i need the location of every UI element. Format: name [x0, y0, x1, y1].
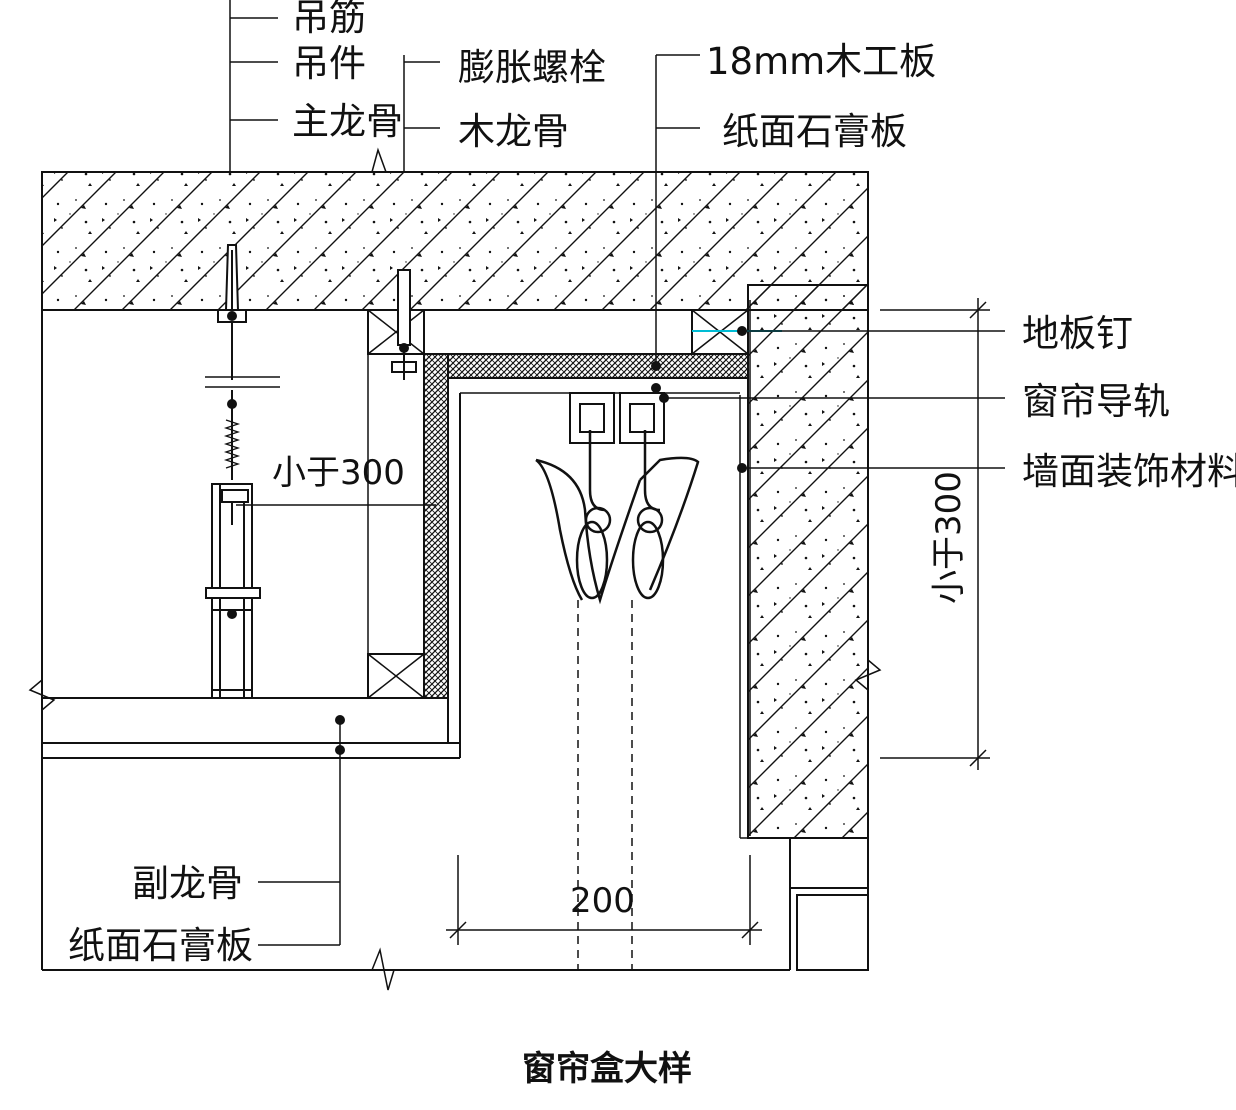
dim-box-depth: 小于300	[272, 453, 405, 493]
wood-keel-top-left	[367, 309, 425, 355]
dim-box-width: 200	[570, 881, 635, 921]
wood-keel-vertical	[367, 353, 425, 655]
wood-keel-bottom-left	[367, 653, 425, 699]
plywood-side	[423, 353, 449, 699]
plywood-top	[423, 353, 749, 379]
label-plywood: 18mm木工板	[706, 40, 936, 83]
concrete-wall	[739, 284, 869, 839]
curtain-hooks	[535, 430, 700, 605]
leader-lines	[230, 17, 1005, 946]
label-gypsum-top: 纸面石膏板	[722, 110, 907, 153]
label-sub-keel: 副龙骨	[132, 862, 243, 905]
label-hanger: 吊件	[292, 42, 366, 85]
drawing-title: 窗帘盒大样	[522, 1049, 692, 1089]
curtain-centerlines	[577, 600, 633, 970]
hanger-assembly	[205, 0, 280, 699]
label-wall-finish: 墙面装饰材料	[1022, 450, 1236, 493]
label-main-keel: 主龙骨	[292, 100, 403, 143]
curtain-track	[569, 392, 665, 444]
frame-lines	[41, 310, 869, 971]
label-gypsum-bottom: 纸面石膏板	[68, 924, 253, 967]
concrete-slab	[41, 171, 869, 311]
label-expansion-bolt: 膨胀螺栓	[458, 46, 606, 89]
break-mark-top	[371, 147, 387, 173]
break-mark-right	[854, 659, 882, 691]
label-hanger-rod: 吊筋	[292, 0, 366, 39]
label-floor-nail: 地板钉	[1022, 312, 1133, 355]
dim-box-height: 小于300	[929, 471, 969, 604]
leader-dots	[227, 311, 747, 755]
dimension-lines	[236, 298, 990, 945]
label-curtain-track: 窗帘导轨	[1022, 380, 1170, 423]
expansion-bolt-assembly	[391, 55, 417, 380]
label-wood-keel: 木龙骨	[458, 110, 569, 153]
